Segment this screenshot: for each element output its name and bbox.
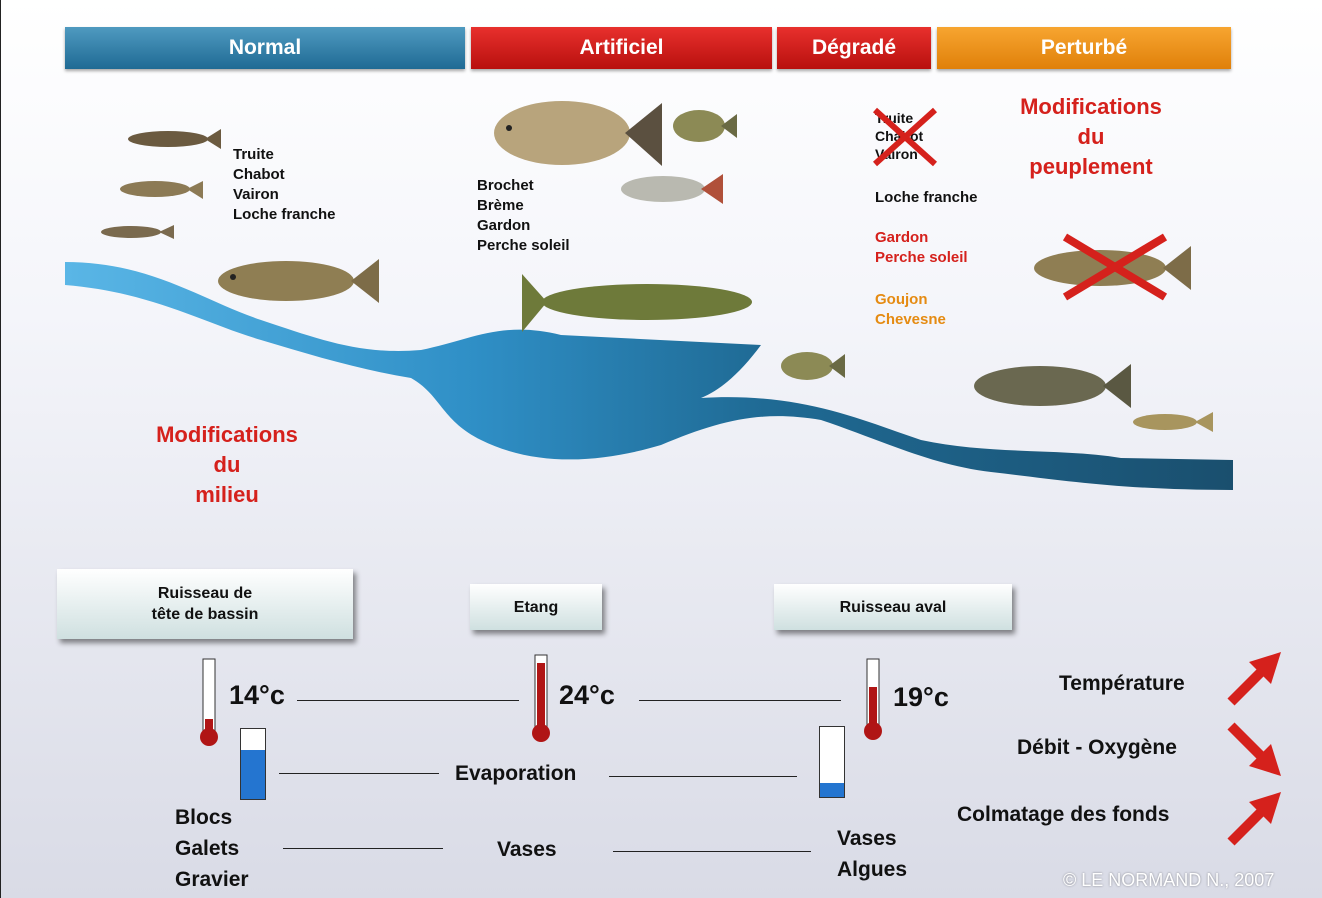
connector-temp-2 (639, 700, 841, 701)
trend-colmatage-label: Colmatage des fonds (957, 803, 1170, 826)
thermometer-etang-icon (532, 654, 550, 742)
water-level-aval-fill (820, 783, 844, 797)
thermometer-aval-icon (864, 658, 882, 740)
fish-trout-large (218, 259, 379, 303)
station-box-etang: Etang (470, 584, 602, 630)
fish-trout-crossed (1034, 233, 1191, 301)
fish-perche-soleil-2 (781, 352, 845, 380)
temp-aval: 19°c (893, 682, 949, 712)
fish-brochet (522, 274, 752, 332)
connector-sub-2 (613, 851, 811, 852)
fish-list-artificiel: Brochet Brème Gardon Perche soleil (477, 177, 570, 254)
copyright: © LE NORMAND N., 2007 (1063, 870, 1275, 890)
substrate-tete: Blocs Galets Gravier (175, 806, 249, 891)
fish-chabot (120, 181, 203, 199)
tab-degrade: Dégradé (777, 27, 931, 69)
tab-artificiel: Artificiel (471, 27, 772, 69)
trend-debit-label: Débit - Oxygène (1017, 736, 1177, 759)
fish-gardon (621, 174, 723, 204)
temp-tete: 14°c (229, 680, 285, 710)
connector-temp-1 (297, 700, 519, 701)
fish-goujon (1133, 412, 1213, 432)
arrow-up-icon (1227, 652, 1281, 706)
connector-sub-1 (283, 848, 443, 849)
annotation-modif-peuplement: Modifications du peuplement (1020, 94, 1162, 179)
fish-new-red: Gardon Perche soleil (875, 229, 968, 266)
fish-breme (494, 101, 662, 166)
connector-evap-1 (279, 773, 439, 774)
fish-kept-degrade: Loche franche (875, 189, 978, 206)
station-box-tete: Ruisseau de tête de bassin (57, 569, 353, 639)
water-level-tete-fill (241, 750, 265, 799)
fish-list-normal: Truite Chabot Vairon Loche franche (233, 146, 336, 223)
tab-perturbe: Perturbé (937, 27, 1231, 69)
fish-vairon (101, 225, 174, 239)
water-level-tete (240, 728, 266, 800)
trend-temperature-label: Température (1059, 672, 1185, 695)
river-path (65, 262, 1233, 490)
substrate-aval: Vases Algues (837, 827, 908, 881)
connector-evap-2 (609, 776, 797, 777)
annotation-modif-milieu: Modifications du milieu (156, 422, 298, 507)
temp-etang: 24°c (559, 680, 615, 710)
tab-normal: Normal (65, 27, 465, 69)
arrow-up-icon-2 (1227, 792, 1281, 846)
fish-chevesne (974, 364, 1131, 408)
cross-out-mark (872, 107, 938, 167)
station-box-aval: Ruisseau aval (774, 584, 1012, 630)
fish-trout-small (128, 129, 221, 149)
label-vases: Vases (497, 838, 557, 861)
fish-perche-soleil-1 (673, 110, 737, 142)
water-level-aval (819, 726, 845, 798)
fish-new-orange: Goujon Chevesne (875, 291, 946, 328)
thermometer-tete-icon (200, 658, 218, 746)
label-evaporation: Evaporation (455, 762, 577, 785)
arrow-down-icon (1227, 722, 1281, 776)
